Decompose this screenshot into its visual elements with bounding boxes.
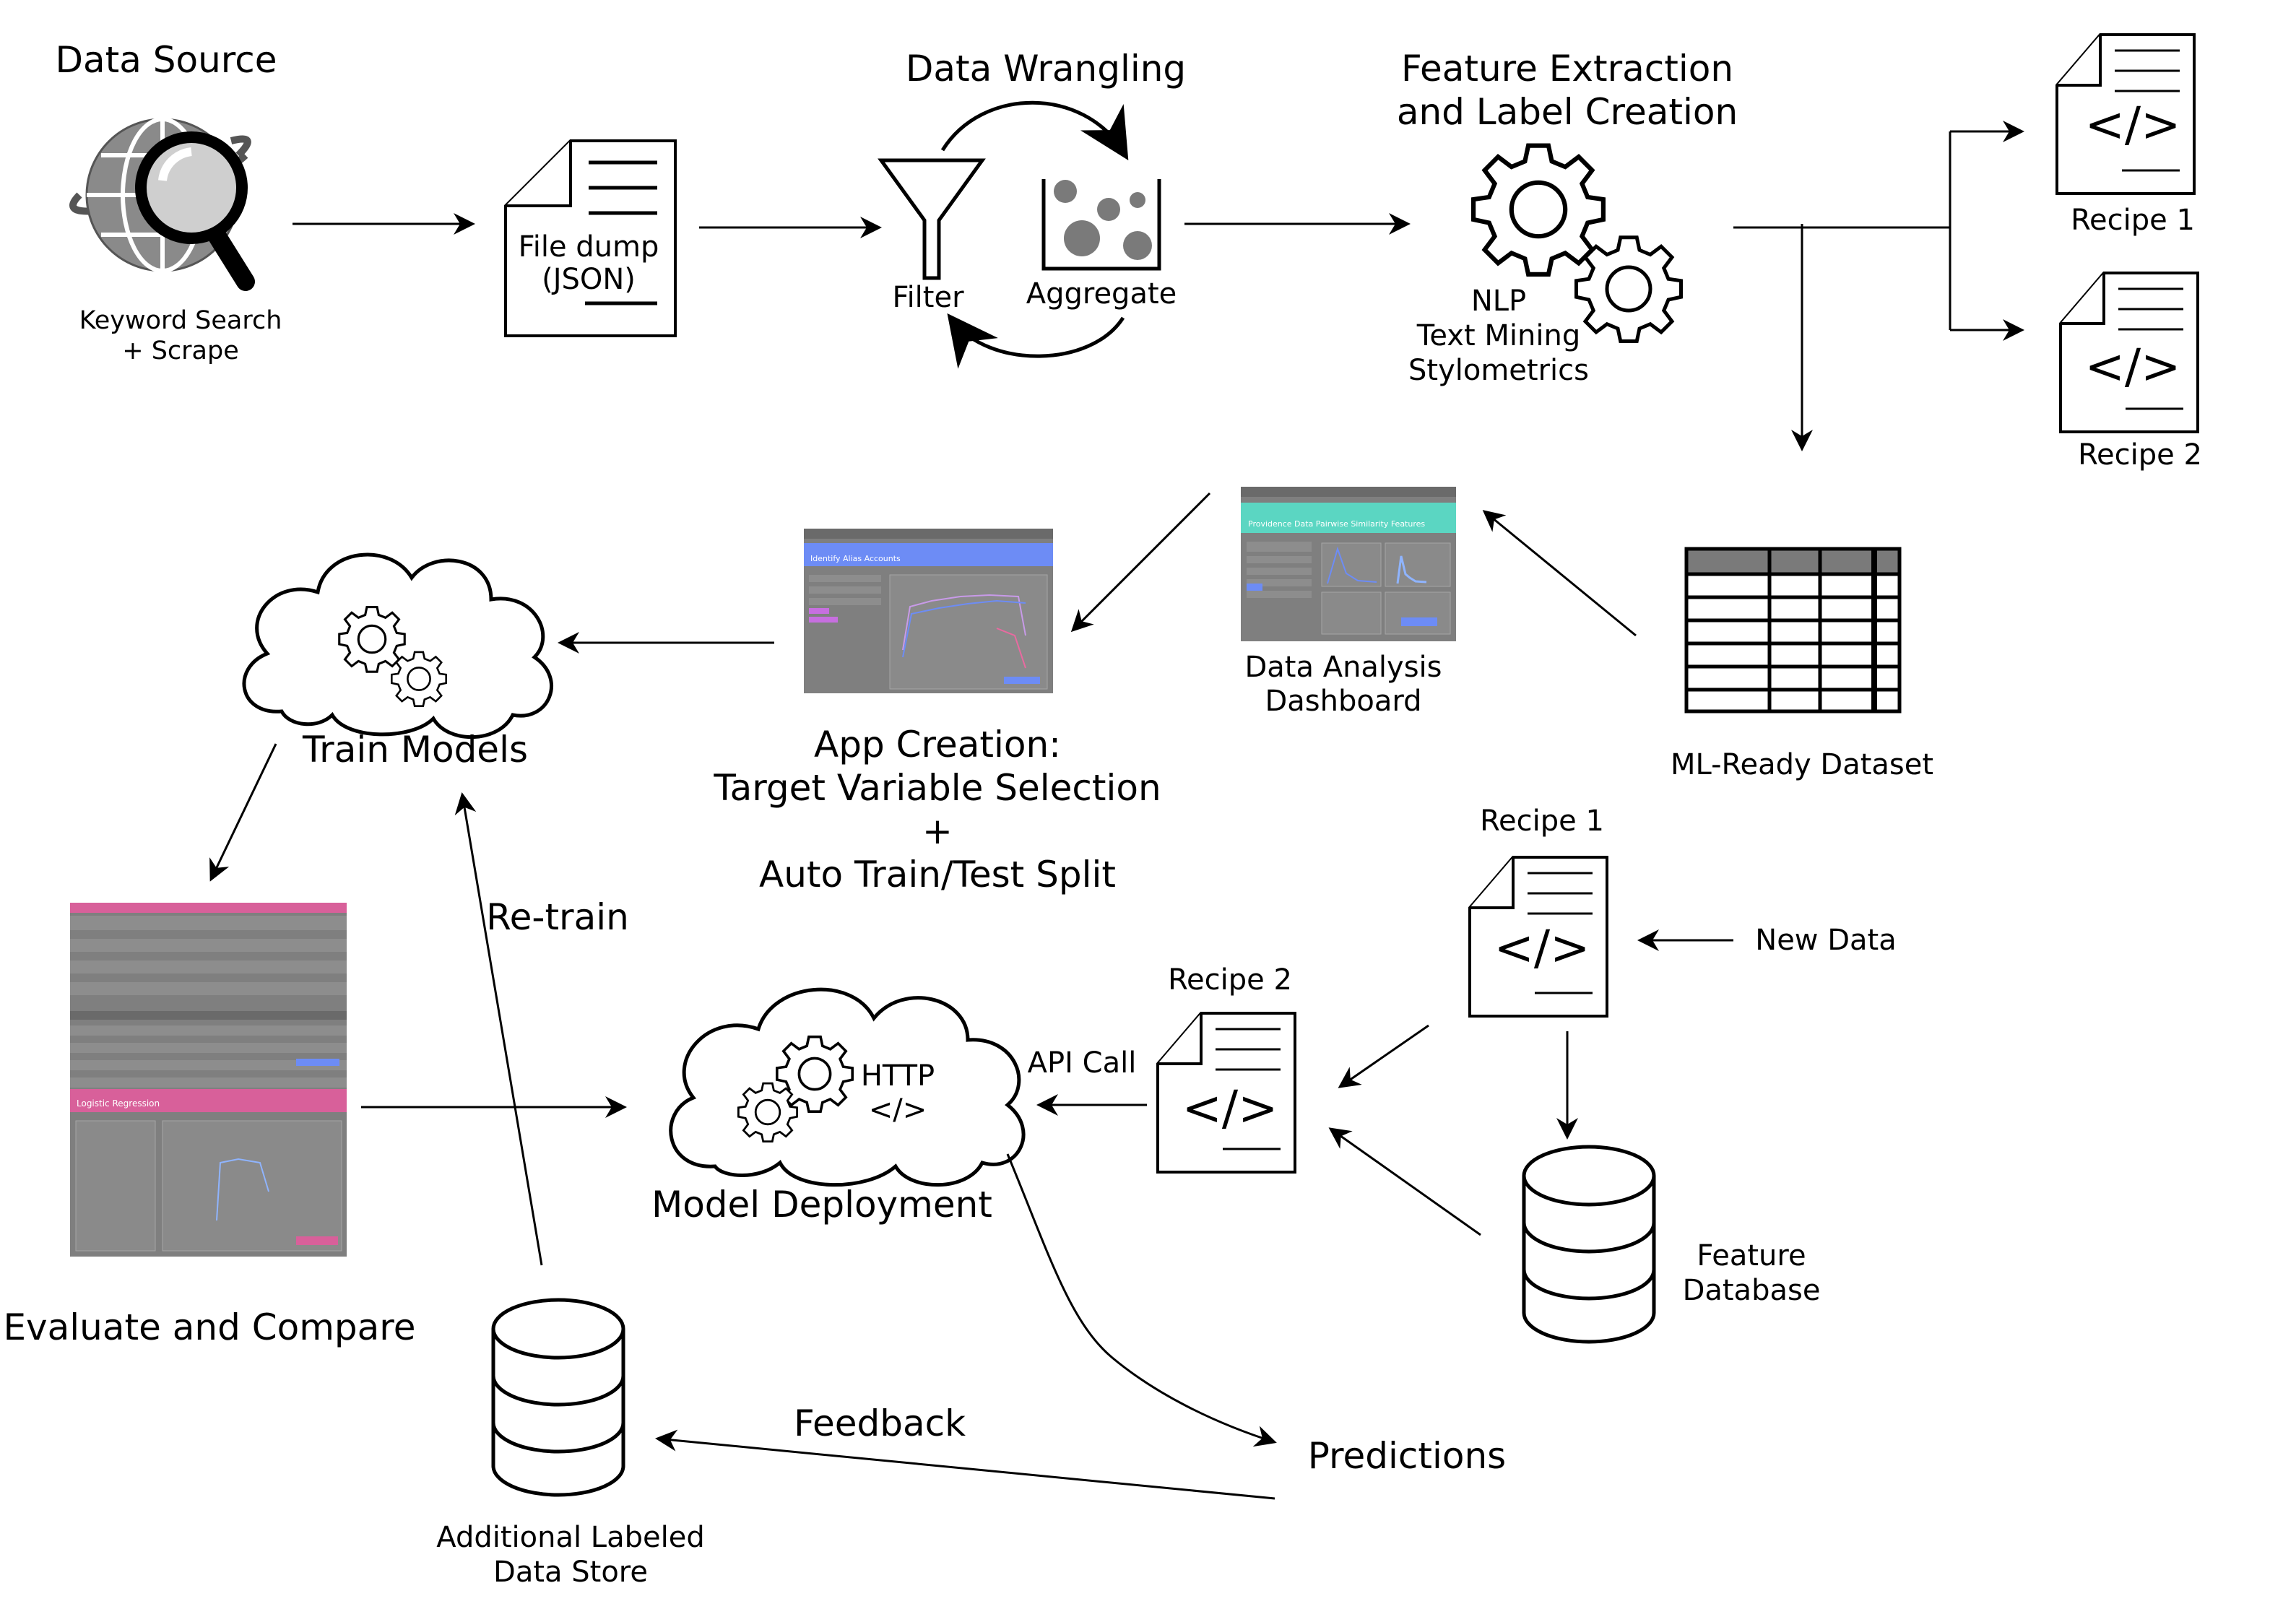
app-creation-label-1: App Creation: xyxy=(814,724,1061,766)
new-data-label: New Data xyxy=(1755,924,1896,957)
scrape-label: + Scrape xyxy=(122,337,239,365)
model-deployment-label: Model Deployment xyxy=(651,1184,992,1226)
deployment-cloud-icon xyxy=(669,987,1026,1187)
svg-text:Providence Data Pairwise Simil: Providence Data Pairwise Similarity Feat… xyxy=(1248,519,1425,529)
recipe-1-label: Recipe 1 xyxy=(2071,204,2195,237)
data-wrangling-title: Data Wrangling xyxy=(906,48,1186,90)
dashboard-label-1: Data Analysis xyxy=(1244,651,1442,684)
label-creation-title: and Label Creation xyxy=(1397,91,1738,133)
http-label: HTTP xyxy=(861,1059,935,1093)
app-creation-label-3: + xyxy=(922,810,953,852)
text-mining-label: Text Mining xyxy=(1416,319,1580,352)
svg-text:</>: </> xyxy=(2085,97,2181,152)
recipe-2-document-icon: </> xyxy=(2059,272,2199,433)
nlp-label: NLP xyxy=(1471,285,1526,318)
feature-db-label-2: Database xyxy=(1683,1274,1821,1307)
dashboard-screenshot: Providence Data Pairwise Similarity Feat… xyxy=(1241,487,1456,641)
dashboard-label-2: Dashboard xyxy=(1265,685,1421,718)
recipe-2-api-label: Recipe 2 xyxy=(1168,963,1292,997)
json-label: (JSON) xyxy=(542,263,636,296)
arrow-retrain xyxy=(454,792,543,1266)
recipe-1-document-icon: </> xyxy=(2055,33,2196,195)
app-creation-screenshot: Identify Alias Accounts xyxy=(804,529,1053,693)
arrow-featuredb-to-recipe2 xyxy=(1328,1127,1481,1236)
keyword-search-label: Keyword Search xyxy=(79,306,282,335)
svg-text:Logistic Regression: Logistic Regression xyxy=(77,1098,160,1109)
aggregate-label: Aggregate xyxy=(1026,277,1177,311)
labeled-data-store-icon xyxy=(493,1300,623,1495)
train-cloud-icon xyxy=(242,552,553,740)
arrow-deploy-to-predictions xyxy=(1006,1153,1277,1447)
ml-ready-label: ML-Ready Dataset xyxy=(1671,748,1933,781)
recipe-1-new-data-label: Recipe 1 xyxy=(1480,805,1604,838)
data-source-title: Data Source xyxy=(55,39,277,81)
recipe-1-new-data-document-icon: </> xyxy=(1468,856,1608,1018)
arrow-wrangle-back xyxy=(947,313,1125,369)
labeled-store-label-1: Additional Labeled xyxy=(436,1521,704,1554)
file-dump-label: File dump xyxy=(519,230,659,264)
filter-label: Filter xyxy=(892,281,964,314)
stylometrics-label: Stylometrics xyxy=(1408,354,1589,387)
arrow-feedback xyxy=(655,1429,1275,1500)
filter-funnel-icon xyxy=(878,158,986,280)
arrow-dashboard-to-app xyxy=(1070,492,1211,633)
arrow-recipe1-to-recipe2 xyxy=(1338,1024,1429,1088)
feature-database-icon xyxy=(1524,1147,1654,1342)
arrow-wrangle-forward xyxy=(940,100,1129,160)
train-models-label: Train Models xyxy=(302,729,528,771)
table-icon xyxy=(1684,547,1902,714)
evaluate-label: Evaluate and Compare xyxy=(3,1306,415,1348)
svg-text:Identify Alias Accounts: Identify Alias Accounts xyxy=(810,554,901,563)
recipe-2-label: Recipe 2 xyxy=(2078,438,2202,472)
recipe-2-api-document-icon: </> xyxy=(1156,1012,1296,1174)
evaluate-screenshot: Logistic Regression xyxy=(70,903,347,1257)
svg-text:</>: </> xyxy=(2085,339,2181,394)
globe-search-icon xyxy=(69,117,255,291)
http-code-glyph: </> xyxy=(869,1093,927,1127)
svg-text:</>: </> xyxy=(1182,1080,1278,1136)
app-creation-label-2: Target Variable Selection xyxy=(713,767,1161,809)
re-train-label: Re-train xyxy=(486,896,629,938)
file-dump-icon xyxy=(504,139,677,337)
svg-text:</>: </> xyxy=(1494,920,1590,976)
arrow-train-to-evaluate xyxy=(209,743,277,882)
feature-db-label-1: Feature xyxy=(1697,1239,1806,1272)
feedback-label: Feedback xyxy=(794,1402,966,1444)
predictions-label: Predictions xyxy=(1308,1435,1506,1477)
feature-extraction-title: Feature Extraction xyxy=(1401,48,1733,90)
api-call-label: API Call xyxy=(1028,1046,1137,1080)
aggregate-icon xyxy=(1041,179,1161,271)
app-creation-label-4: Auto Train/Test Split xyxy=(759,854,1116,895)
arrow-dataset-to-dashboard xyxy=(1482,510,1637,637)
labeled-store-label-2: Data Store xyxy=(493,1556,648,1589)
